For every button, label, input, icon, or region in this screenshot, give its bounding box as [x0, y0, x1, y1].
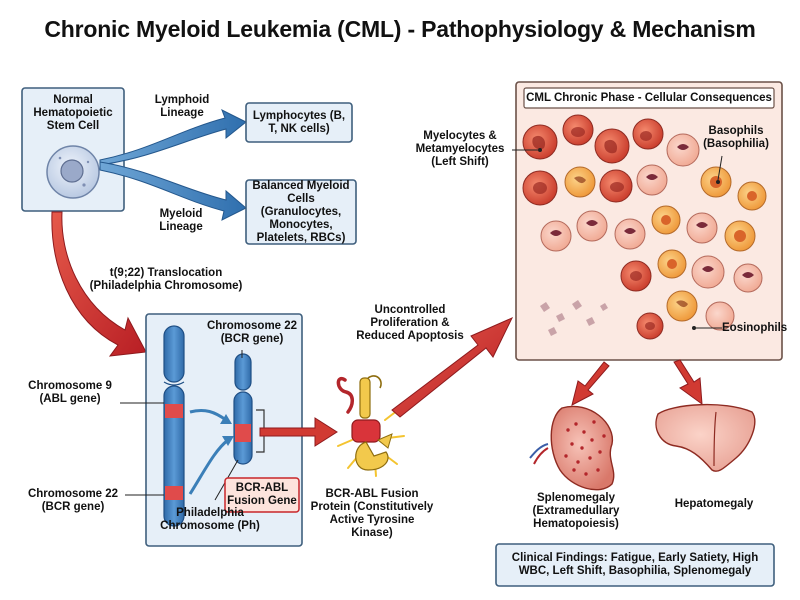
- spleen-arrow: [571, 361, 610, 406]
- splenomegaly-label: Splenomegaly (Extramedullary Hematopoies…: [532, 492, 620, 530]
- eosinophils-leader-dot: [692, 326, 696, 330]
- chromosome-9: [163, 325, 185, 527]
- translocation-arrow: [51, 211, 147, 357]
- hepatomegaly-label: Hepatomegaly: [674, 498, 754, 510]
- myeloid-cells-box: [245, 179, 357, 245]
- basophils-leader: [717, 155, 723, 181]
- myeloid-cells-label: Balanced Myeloid Cells (Granulocytes, Mo…: [252, 179, 350, 244]
- lymphocytes-box: [245, 102, 353, 143]
- gene-to-protein-arrow: [259, 417, 338, 447]
- lymphocytes-label: Lymphocytes (B, T, NK cells): [252, 109, 346, 135]
- lymphoid-arrow: [99, 108, 247, 166]
- fusion-protein-label: BCR-ABL Fusion Protein (Constitutively A…: [310, 488, 434, 539]
- fusion-gene-label: BCR-ABL Fusion Gene: [227, 482, 297, 507]
- cml-panel-title-box: [523, 87, 775, 109]
- exchange-arrow-top: [189, 408, 227, 422]
- philadelphia-label: Philadelphia Chromosome (Ph): [160, 507, 260, 532]
- cml-panel-title: CML Chronic Phase - Cellular Consequence…: [526, 91, 772, 104]
- cml-panel: [515, 81, 783, 361]
- clinical-findings-text: Clinical Findings: Fatigue, Early Satiet…: [511, 552, 759, 577]
- myelocytes-label: Myelocytes & Metamyelocytes (Left Shift): [415, 130, 505, 168]
- fusion-gene-box: [224, 477, 300, 513]
- exchange-arrow-top-head: [220, 414, 232, 424]
- exchange-arrow-bottom-head: [222, 436, 234, 446]
- stem-cell-icon: [46, 145, 100, 199]
- fusion-protein-graphic: [336, 375, 405, 477]
- basophils-leader-dot: [716, 180, 720, 184]
- philadelphia-chromosome-graphic: [233, 353, 265, 465]
- spleen-graphic: [529, 405, 615, 491]
- myelocytes-leader-dot: [538, 148, 542, 152]
- exchange-arrow-bottom: [188, 438, 229, 495]
- chromosome-22-top-label: Chromosome 22 (BCR gene): [206, 320, 298, 345]
- page-title: Chronic Myeloid Leukemia (CML) - Pathoph…: [44, 16, 756, 42]
- myeloid-arrow: [99, 161, 247, 221]
- proliferation-label: Uncontrolled Proliferation & Reduced Apo…: [356, 304, 464, 342]
- translocation-label: t(9;22) Translocation (Philadelphia Chro…: [89, 267, 243, 292]
- blood-cells-cluster: [522, 114, 767, 340]
- myeloid-lineage-label: Myeloid Lineage: [159, 208, 203, 233]
- liver-arrow: [673, 359, 703, 406]
- chromosome-22-left-label: Chromosome 22 (BCR gene): [27, 488, 119, 513]
- clinical-findings-box: [495, 543, 775, 587]
- chromosome-9-label: Chromosome 9 (ABL gene): [28, 380, 112, 405]
- stem-cell-label: Normal Hematopoietic Stem Cell: [33, 94, 113, 132]
- eosinophils-label: Eosinophils: [722, 322, 788, 334]
- basophils-label: Basophils (Basophilia): [703, 125, 769, 150]
- lymphoid-lineage-label: Lymphoid Lineage: [154, 94, 210, 119]
- liver-graphic: [655, 403, 756, 472]
- proliferation-arrow: [391, 316, 514, 418]
